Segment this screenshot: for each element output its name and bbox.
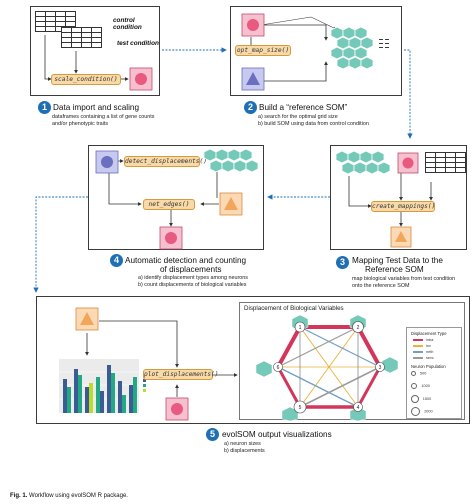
- orange-triangle-icon: [219, 192, 243, 216]
- legend-type-label: intra: [426, 338, 434, 342]
- population-circle: [411, 395, 419, 403]
- som-hex-grid: [330, 26, 389, 70]
- population-label: 1000: [421, 384, 430, 389]
- step2-title: Build a “reference SOM”: [259, 103, 348, 112]
- step1-number: 1: [38, 101, 51, 114]
- som-hex-grid: [203, 148, 259, 173]
- legend-population-entry: 500: [411, 371, 426, 381]
- step4-desc-line2: b) count displacements of biological var…: [138, 282, 247, 288]
- network-plot-frame: Displacement of Biological Variables: [239, 302, 465, 421]
- figure-caption: Fig. 1. Workflow using evolSOM R package…: [10, 493, 128, 499]
- panel-output-visualizations: plot_displacements() Displacement of Bio…: [36, 296, 470, 424]
- panel1-arrows: [44, 35, 129, 81]
- step1-desc-line1: dataframes containing a list of gene cou…: [52, 114, 155, 120]
- plot-displacements-function: plot_displacements(): [143, 369, 219, 380]
- population-circle: [411, 407, 421, 417]
- step3-desc-line1: map biological variables from test condi…: [352, 276, 456, 282]
- test-data-table: [425, 152, 466, 173]
- network-node-label: 1: [299, 325, 302, 331]
- step2-number: 2: [244, 101, 257, 114]
- panel3-arrows: [348, 171, 433, 227]
- legend-title: Displacement Type: [411, 331, 447, 336]
- legend-type-entry: inv: [413, 344, 431, 349]
- step1-title: Data import and scaling: [53, 103, 140, 112]
- step3-title-line2: Reference SOM: [365, 265, 424, 274]
- caption-label: Fig. 1.: [10, 493, 28, 499]
- pink-neuron-icon: [159, 226, 183, 250]
- opt-map-size-function: opt_map_size(): [235, 45, 291, 56]
- pink-neuron-icon: [165, 397, 189, 421]
- population-title: Neuron Population: [411, 364, 446, 369]
- step5-number: 5: [206, 428, 219, 441]
- neuron-size-bar-plot: [51, 357, 161, 421]
- legend-type-entry: neth: [413, 350, 433, 355]
- control-data-table: [35, 11, 76, 32]
- orange-triangle-icon: [390, 226, 412, 248]
- step3-number: 3: [336, 256, 349, 269]
- network-node-label: 5: [299, 405, 302, 411]
- step2-desc-line1: a) search for the optimal grid size: [258, 114, 338, 120]
- step4-desc-line1: a) identify displacement types among neu…: [138, 275, 248, 281]
- pink-neuron-icon: [397, 152, 419, 174]
- panel-detect-displacements: detect_displacements() net_edges(): [88, 145, 264, 250]
- som-hex-grid: [335, 150, 391, 175]
- legend-type-swatch: [413, 339, 423, 341]
- scale-condition-function: scale_condition(): [51, 74, 121, 85]
- network-plot-title: Displacement of Biological Variables: [244, 305, 344, 312]
- network-node-label: 2: [357, 325, 360, 331]
- legend-population-entry: 2000: [411, 407, 433, 417]
- legend-type-label: sevc: [426, 356, 434, 360]
- step2-desc-line2: b) build SOM using data from control con…: [258, 121, 369, 127]
- legend-population-entry: 1500: [411, 395, 431, 405]
- step5-title: evolSOM output visualizations: [222, 430, 332, 439]
- population-circle: [411, 383, 418, 390]
- network-node-label: 3: [379, 365, 382, 371]
- population-label: 500: [420, 371, 427, 376]
- pink-neuron-icon: [129, 67, 153, 91]
- legend-type-entry: intra: [413, 338, 433, 343]
- control-condition-label: control condition: [113, 17, 142, 31]
- test-data-table: [61, 27, 102, 48]
- step1-desc-line2: and/or phenotypic traits: [52, 121, 109, 127]
- legend-type-entry: sevc: [413, 356, 434, 361]
- legend-type-label: neth: [426, 350, 434, 354]
- orange-triangle-icon: [75, 307, 99, 331]
- step3-title-line1: Mapping Test Data to the: [352, 256, 443, 265]
- network-legend: Displacement Type intra inv neth sevc Neuro…: [406, 327, 462, 419]
- step3-desc-line2: onto the reference SOM: [352, 283, 410, 289]
- purple-neuron-icon: [95, 150, 119, 174]
- legend-population-entry: 1000: [411, 383, 430, 393]
- network-node-label: 6: [277, 365, 280, 371]
- step4-title-line2: of displacements: [160, 265, 222, 274]
- network-graph: 1 2 3 4 5 6: [255, 314, 399, 421]
- legend-type-label: inv: [426, 344, 431, 348]
- test-condition-label: test condition: [117, 40, 159, 47]
- panel-reference-som: opt_map_size(): [230, 6, 402, 96]
- population-label: 1500: [422, 396, 432, 401]
- network-node-label: 4: [357, 405, 360, 411]
- net-edges-function: net_edges(): [143, 199, 195, 210]
- step4-title-line1: Automatic detection and counting: [125, 256, 247, 265]
- detect-displacements-function: detect_displacements(): [124, 156, 207, 167]
- step5-desc-line2: b) displacements: [224, 448, 265, 454]
- panel-data-import: control condition test condition scale_c…: [30, 6, 160, 96]
- caption-text: Workflow using evolSOM R package.: [29, 493, 128, 499]
- population-circle: [411, 371, 416, 376]
- legend-type-swatch: [413, 345, 423, 347]
- create-mappings-function: create_mappings(): [371, 201, 436, 212]
- legend-type-swatch: [413, 351, 423, 353]
- panel-mapping-test-data: create_mappings(): [330, 145, 467, 250]
- pink-neuron-icon: [241, 13, 265, 37]
- step4-number: 4: [110, 254, 123, 267]
- legend-type-swatch: [413, 357, 423, 359]
- step5-desc-line1: a) neuron sizes: [224, 441, 261, 447]
- purple-triangle-icon: [241, 67, 265, 91]
- panel5-arrows: [85, 320, 238, 397]
- population-label: 2000: [424, 409, 433, 414]
